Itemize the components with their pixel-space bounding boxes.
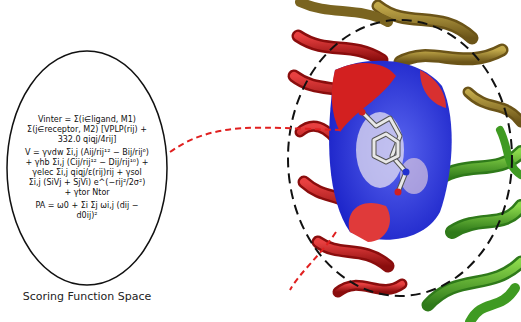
equation-group: Vinter = Σ(i∈ligand, M1) Σ(j∈receptor, M…	[25, 112, 149, 224]
leader-line	[290, 232, 336, 290]
pocket-surface	[329, 61, 452, 242]
leader-line	[170, 128, 340, 152]
equation-text: V = γvdw Σi,j (Aij/rij¹² − Bij/rij⁶) + γ…	[25, 148, 149, 198]
caption-text: Scoring Function Space	[0, 290, 188, 304]
circle-outline-shape	[7, 51, 167, 285]
pocket-region-outline	[288, 20, 512, 296]
equation-text: Vinter = Σ(i∈ligand, M1) Σ(j∈receptor, M…	[25, 115, 149, 145]
ligand-sticks	[359, 109, 410, 196]
scoring-function-circle: Vinter = Σ(i∈ligand, M1) Σ(j∈receptor, M…	[6, 50, 168, 286]
equation-text: PA = ω0 + Σi Σj ωi,j (dij − d0ij)²	[25, 201, 149, 221]
